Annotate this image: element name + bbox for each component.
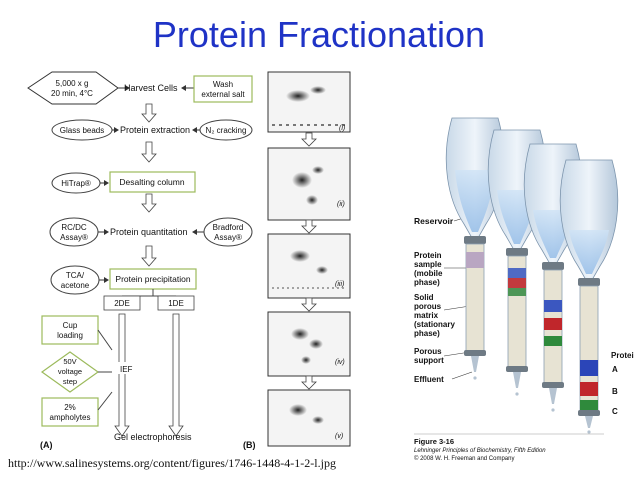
effluent-label: Effluent xyxy=(414,375,444,384)
solid-matrix-line3: matrix xyxy=(414,311,439,320)
flow-arrow-4 xyxy=(141,245,157,267)
cup-loading-line1: Cup xyxy=(63,321,78,330)
protein-extraction-label: Protein extraction xyxy=(120,125,190,135)
ampholytes-box xyxy=(41,397,99,427)
gel-image-1: (i) xyxy=(267,71,351,133)
gel-label-1: (i) xyxy=(339,125,345,132)
gel-arrow-1 xyxy=(301,132,317,147)
1de-label: 1DE xyxy=(168,299,184,308)
gel-image-3: (iii) xyxy=(267,233,351,299)
solid-matrix-line4: (stationary xyxy=(414,320,455,329)
caption-figure: Figure 3-16 xyxy=(414,437,454,446)
reservoir-label: Reservoir xyxy=(414,216,454,226)
panel-a-label: (A) xyxy=(40,440,53,450)
harvest-cells-label: Harvest Cells xyxy=(124,83,178,93)
rcdc-line1: RC/DC xyxy=(61,223,87,232)
wash-line1: Wash xyxy=(213,80,233,89)
1de-box xyxy=(157,295,195,311)
gel-electrophoresis-label: Gel electrophoresis xyxy=(114,432,192,442)
gel-image-2: (ii) xyxy=(267,147,351,221)
column-chromatography-figure: Reservoir Protein sample (mobile phase) … xyxy=(414,117,634,462)
bradford-ellipse xyxy=(203,217,253,247)
2de-arrow xyxy=(114,313,130,437)
band-label-a: A xyxy=(612,365,618,374)
n2-cracking-ellipse xyxy=(199,119,253,141)
desalting-label: Desalting column xyxy=(119,177,184,187)
flow-arrow-2 xyxy=(141,141,157,163)
protein-sample-line2: sample xyxy=(414,260,442,269)
panel-b-label: (B) xyxy=(243,440,256,450)
tca-line2: acetone xyxy=(61,281,90,290)
glass-beads-label: Glass beads xyxy=(60,126,104,135)
gel-image-5: (v) xyxy=(267,389,351,447)
column-4 xyxy=(559,159,619,434)
workflow-panel-a: 5,000 x g 20 min, 4°C Harvest Cells Wash… xyxy=(27,71,256,450)
page-title: Protein Fractionation xyxy=(152,14,486,55)
cup-loading-box xyxy=(41,315,99,345)
wash-line2: external salt xyxy=(201,90,245,99)
protein-sample-line1: Protein xyxy=(414,251,442,260)
hitrap-label: HiTrap® xyxy=(61,179,91,188)
centrifuge-line1: 5,000 x g xyxy=(56,79,89,88)
band-label-b: B xyxy=(612,387,618,396)
tca-line1: TCA/ xyxy=(66,271,85,280)
solid-matrix-line2: porous xyxy=(414,302,442,311)
porous-support-line2: support xyxy=(414,356,444,365)
gel-label-3: (iii) xyxy=(335,281,344,288)
voltage-line1: 50V xyxy=(63,357,76,366)
ampholytes-line2: ampholytes xyxy=(50,413,91,422)
gel-arrow-3 xyxy=(301,297,317,312)
rcdc-line2: Assay® xyxy=(60,233,88,242)
centrifuge-diamond xyxy=(27,71,119,105)
1de-arrow xyxy=(168,313,184,437)
solid-matrix-line5: phase) xyxy=(414,329,440,338)
flow-arrow-1 xyxy=(141,103,157,123)
n2-cracking-label: N₂ cracking xyxy=(206,126,247,135)
gel-label-4: (iv) xyxy=(335,359,345,366)
ampholytes-line1: 2% xyxy=(64,403,76,412)
column-1 xyxy=(445,117,505,380)
gel-arrow-4 xyxy=(301,375,317,390)
protein-quantitation-label: Protein quantitation xyxy=(110,227,188,237)
bradford-line2: Assay® xyxy=(214,233,242,242)
source-url[interactable]: http://www.salinesystems.org/content/fig… xyxy=(8,456,336,470)
wash-box xyxy=(193,75,253,103)
gel-series-panel-b: (i) (ii) (iii) (iv) xyxy=(267,71,351,447)
protein-label: Protei xyxy=(611,351,634,360)
precipitation-label: Protein precipitation xyxy=(115,274,190,284)
2de-label: 2DE xyxy=(114,299,130,308)
desalting-box xyxy=(109,171,196,193)
voltage-diamond xyxy=(40,351,100,393)
2de-box xyxy=(103,295,141,311)
caption-copyright: © 2008 W. H. Freeman and Company xyxy=(414,455,514,462)
porous-support-line1: Porous xyxy=(414,347,442,356)
centrifuge-line2: 20 min, 4°C xyxy=(51,89,93,98)
voltage-line3: step xyxy=(63,377,77,386)
band-label-c: C xyxy=(612,407,618,416)
flow-arrow-3 xyxy=(141,193,157,213)
ief-label: IEF xyxy=(120,365,133,374)
gel-label-2: (ii) xyxy=(337,201,345,208)
protein-sample-line4: phase) xyxy=(414,278,440,287)
protein-sample-line3: (mobile xyxy=(414,269,443,278)
cup-loading-line2: loading xyxy=(57,331,83,340)
gel-arrow-2 xyxy=(301,219,317,234)
gel-image-4: (iv) xyxy=(267,311,351,377)
gel-label-5: (v) xyxy=(335,433,343,440)
voltage-line2: voltage xyxy=(58,367,82,376)
solid-matrix-line1: Solid xyxy=(414,293,434,302)
bradford-line1: Bradford xyxy=(213,223,244,232)
caption-book: Lehninger Principles of Biochemistry, Fi… xyxy=(414,448,546,454)
